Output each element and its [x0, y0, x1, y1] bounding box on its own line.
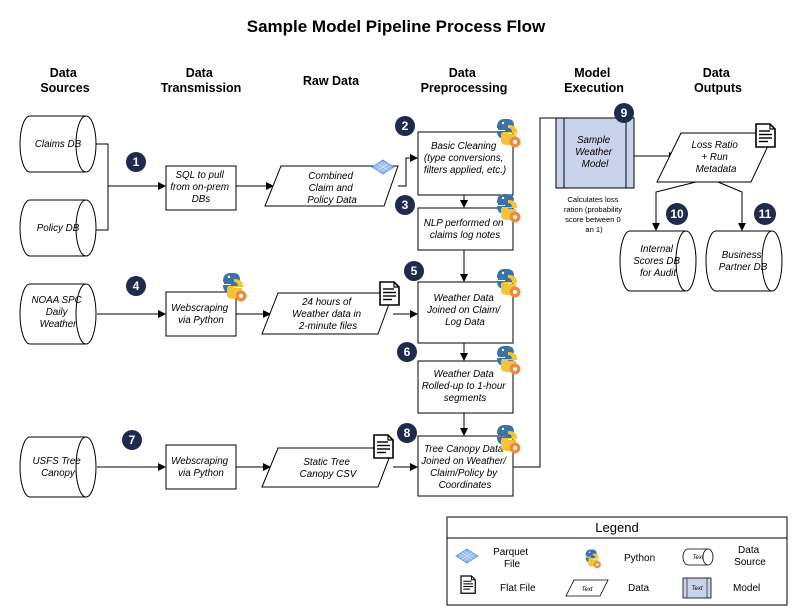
column-header-data-transmission: Data Transmission: [161, 66, 242, 95]
step-badge-10: 10: [666, 203, 688, 225]
step-badge-8: 8: [397, 423, 417, 443]
page-title: Sample Model Pipeline Process Flow: [247, 17, 546, 36]
model-note: Calculates loss ration (probability scor…: [564, 195, 624, 234]
svg-text:7: 7: [129, 433, 136, 447]
svg-text:NOAA SPC Daily Wea: NOAA SPC Daily Weather: [31, 295, 84, 330]
process-nlp-claims-notes[interactable]: NLP performed on claims log notes: [417, 207, 514, 251]
svg-text:Combined Claim and: Combined Claim and Policy Data: [307, 171, 357, 206]
legend-data-source-label: Data Source: [734, 545, 766, 568]
svg-text:Sample Weather Mod: Sample Weather Model: [575, 135, 615, 170]
column-header-data-sources: Data Sources: [40, 66, 89, 95]
svg-text:Internal Scores DB: Internal Scores DB for Audit: [633, 244, 683, 279]
svg-text:4: 4: [133, 279, 140, 293]
step-badge-5: 5: [404, 261, 424, 281]
svg-text:Text: Text: [581, 587, 592, 593]
svg-text:10: 10: [670, 207, 684, 221]
data-loss-ratio-metadata[interactable]: Loss Ratio + Run Metadata: [656, 132, 775, 183]
source-usfs-tree-canopy[interactable]: USFS Tree Canopy: [19, 436, 97, 498]
legend-model-shape: Text: [682, 577, 712, 599]
svg-text:Basic Cleaning (type con: Basic Cleaning (type conversions, filter…: [424, 141, 506, 176]
legend: Legend Parquet File Python Text Data Sou…: [446, 516, 788, 606]
svg-text:6: 6: [404, 345, 411, 359]
column-header-data-preprocessing: Data Preprocessing: [421, 66, 508, 95]
svg-text:Webscraping via Python: Webscraping via Python: [171, 456, 231, 479]
source-noaa-spc-daily-weather[interactable]: NOAA SPC Daily Weather: [19, 283, 97, 345]
flat-file-icon: [379, 281, 400, 306]
legend-python-label: Python: [624, 553, 655, 564]
svg-text:Business Partner DB: Business Partner DB: [719, 250, 768, 273]
svg-text:2: 2: [402, 119, 409, 133]
svg-text:Text: Text: [692, 555, 703, 561]
svg-text:5: 5: [411, 264, 418, 278]
legend-data-source-shape: Text: [682, 548, 714, 566]
svg-text:8: 8: [404, 426, 411, 440]
process-tree-canopy-join[interactable]: Tree Canopy Data Joined on Weather/ Clai…: [417, 435, 514, 497]
legend-parquet-label: Parquet File: [493, 547, 531, 570]
svg-text:24 hours of Weather data: 24 hours of Weather data in 2-minute fil…: [292, 297, 364, 332]
svg-text:1: 1: [133, 155, 140, 169]
svg-text:11: 11: [759, 207, 772, 221]
column-header-model-execution: Model Execution: [564, 66, 624, 95]
process-weather-rollup[interactable]: Weather Data Rolled-up to 1-hour segment…: [417, 360, 514, 414]
legend-data-label: Data: [628, 583, 650, 594]
flat-file-icon: [460, 575, 476, 594]
step-badge-3: 3: [395, 195, 415, 215]
svg-text:Loss Ratio + Run M: Loss Ratio + Run Metadata: [691, 140, 740, 175]
model-sample-weather[interactable]: Sample Weather Model: [555, 117, 635, 189]
process-weather-join[interactable]: Weather Data Joined on Claim/ Log Data: [417, 281, 514, 344]
step-badge-4: 4: [126, 276, 146, 296]
svg-text:9: 9: [621, 106, 628, 120]
data-combined-claim-policy[interactable]: Combined Claim and Policy Data: [264, 165, 399, 207]
data-24-hours-weather[interactable]: 24 hours of Weather data in 2-minute fil…: [261, 292, 394, 335]
step-badge-2: 2: [395, 116, 415, 136]
svg-text:Weather Data Joined on C: Weather Data Joined on Claim/ Log Data: [426, 293, 503, 328]
source-policy-db[interactable]: Policy DB: [19, 199, 97, 257]
svg-text:SQL to pull from on-prem: SQL to pull from on-prem DBs: [170, 170, 232, 205]
process-webscraping-usfs[interactable]: Webscraping via Python: [165, 444, 237, 490]
column-header-raw-data: Raw Data: [303, 74, 360, 88]
source-claims-db[interactable]: Claims DB: [19, 115, 97, 173]
output-internal-scores-db[interactable]: Internal Scores DB for Audit: [619, 230, 697, 292]
svg-text:3: 3: [402, 198, 409, 212]
column-header-data-outputs: Data Outputs: [694, 66, 742, 95]
svg-text:Tree Canopy Data Joined: Tree Canopy Data Joined on Weather/ Clai…: [420, 444, 509, 491]
connectors: [95, 117, 746, 471]
step-badge-11: 11: [754, 203, 776, 225]
svg-text:Webscraping via Python: Webscraping via Python: [171, 303, 231, 326]
step-badge-9: 9: [614, 103, 634, 123]
legend-data-shape: Text: [565, 579, 609, 597]
process-basic-cleaning[interactable]: Basic Cleaning (type conversions, filter…: [417, 131, 514, 196]
output-business-partner-db[interactable]: Business Partner DB: [705, 230, 783, 292]
process-sql-pull[interactable]: SQL to pull from on-prem DBs: [165, 165, 237, 211]
step-badge-6: 6: [397, 342, 417, 362]
svg-text:Static Tree Canopy CSV: Static Tree Canopy CSV: [300, 457, 358, 480]
legend-title: Legend: [595, 520, 638, 535]
process-webscraping-noaa[interactable]: Webscraping via Python: [165, 291, 237, 337]
step-badge-1: 1: [126, 152, 146, 172]
svg-text:Claims DB: Claims DB: [35, 139, 82, 150]
svg-text:USFS Tree Canopy: USFS Tree Canopy: [32, 456, 83, 479]
svg-text:NLP performed on claims: NLP performed on claims log notes: [424, 218, 506, 241]
step-badge-7: 7: [122, 430, 142, 450]
svg-text:Weather Data Rolled-up t: Weather Data Rolled-up to 1-hour segment…: [422, 369, 509, 404]
legend-flat-file-label: Flat File: [500, 583, 536, 594]
svg-text:Policy DB: Policy DB: [37, 223, 80, 234]
flat-file-icon: [373, 434, 394, 459]
flat-file-icon: [755, 123, 776, 148]
svg-text:Text: Text: [691, 586, 702, 592]
data-static-tree-canopy-csv[interactable]: Static Tree Canopy CSV: [261, 447, 394, 488]
legend-model-label: Model: [733, 583, 760, 594]
